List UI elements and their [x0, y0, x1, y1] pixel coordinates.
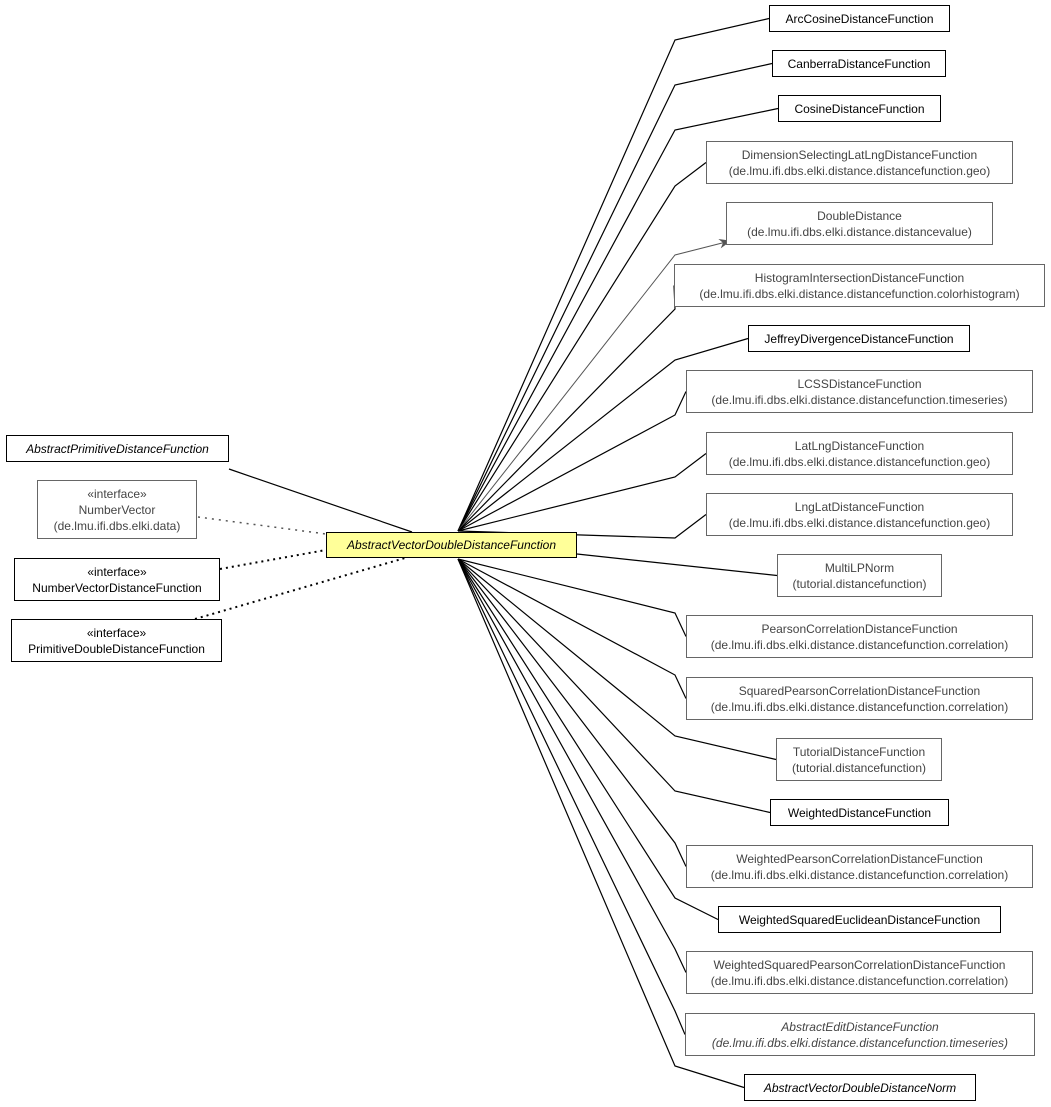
- package-name: (de.lmu.ifi.dbs.elki.distance.distancefu…: [728, 454, 991, 469]
- inheritance-edge: [457, 558, 687, 699]
- package-name: (de.lmu.ifi.dbs.elki.distance.distancefu…: [728, 163, 991, 178]
- class-name: MultiLPNorm: [824, 560, 895, 575]
- class-box-abstract-vector-double-distance-norm[interactable]: AbstractVectorDoubleDistanceNorm: [744, 1074, 976, 1101]
- package-name: (de.lmu.ifi.dbs.elki.distance.distancefu…: [710, 867, 1009, 882]
- package-name: (tutorial.distancefunction): [791, 760, 927, 775]
- class-name: JeffreyDivergenceDistanceFunction: [764, 331, 954, 346]
- class-name: WeightedSquaredEuclideanDistanceFunction: [738, 912, 981, 927]
- inheritance-edge: [457, 558, 719, 921]
- package-name: (de.lmu.ifi.dbs.elki.distance.distancefu…: [711, 1035, 1009, 1050]
- implements-edge: [219, 549, 327, 570]
- class-name: DimensionSelectingLatLngDistanceFunction: [741, 147, 978, 162]
- inheritance-edge: [457, 391, 687, 532]
- stereotype-label: «interface»: [86, 625, 147, 640]
- inheritance-edge: [457, 453, 707, 532]
- inheritance-edge: [457, 17, 770, 532]
- class-name: LCSSDistanceFunction: [797, 376, 922, 391]
- class-box-canberra-distance-function[interactable]: CanberraDistanceFunction: [772, 50, 946, 77]
- class-name: HistogramIntersectionDistanceFunction: [754, 270, 965, 285]
- class-box-squared-pearson-correlation-distance-function[interactable]: SquaredPearsonCorrelationDistanceFunctio…: [686, 677, 1033, 720]
- stereotype-label: «interface»: [87, 486, 147, 501]
- class-name: NumberVector: [78, 502, 156, 517]
- class-box-tutorial-distance-function[interactable]: TutorialDistanceFunction(tutorial.distan…: [776, 738, 942, 781]
- inheritance-edge: [457, 558, 687, 867]
- inheritance-edge: [576, 553, 778, 577]
- class-name: PrimitiveDoubleDistanceFunction: [28, 641, 205, 656]
- stereotype-label: «interface»: [87, 564, 147, 579]
- package-name: (de.lmu.ifi.dbs.elki.distance.distanceva…: [747, 224, 972, 239]
- inheritance-edge: [457, 558, 687, 973]
- class-box-abstract-edit-distance-function[interactable]: AbstractEditDistanceFunction(de.lmu.ifi.…: [685, 1013, 1035, 1056]
- inheritance-edge: [457, 285, 676, 532]
- class-name: CosineDistanceFunction: [794, 101, 925, 116]
- inheritance-edge: [457, 558, 745, 1089]
- uses-edge: [197, 516, 327, 535]
- class-name: AbstractPrimitiveDistanceFunction: [26, 441, 209, 456]
- inheritance-edge: [457, 62, 773, 532]
- inheritance-edge: [457, 558, 687, 637]
- class-name: CanberraDistanceFunction: [787, 56, 931, 71]
- class-box-lat-lng-distance-function[interactable]: LatLngDistanceFunction(de.lmu.ifi.dbs.el…: [706, 432, 1013, 475]
- class-box-histogram-intersection-distance-function[interactable]: HistogramIntersectionDistanceFunction(de…: [674, 264, 1045, 307]
- class-box-weighted-squared-euclidean-distance-function[interactable]: WeightedSquaredEuclideanDistanceFunction: [718, 906, 1001, 933]
- class-name: LngLatDistanceFunction: [794, 499, 925, 514]
- class-box-lcss-distance-function[interactable]: LCSSDistanceFunction(de.lmu.ifi.dbs.elki…: [686, 370, 1033, 413]
- inheritance-edge: [457, 558, 686, 1035]
- class-box-cosine-distance-function[interactable]: CosineDistanceFunction: [778, 95, 941, 122]
- class-box-multi-lp-norm[interactable]: MultiLPNorm(tutorial.distancefunction): [777, 554, 942, 597]
- class-name: AbstractVectorDoubleDistanceFunction: [347, 538, 556, 552]
- class-name: SquaredPearsonCorrelationDistanceFunctio…: [738, 683, 981, 698]
- inheritance-edge: [457, 337, 749, 532]
- class-name: DoubleDistance: [817, 208, 902, 223]
- class-box-abstract-vector-double-distance-function[interactable]: AbstractVectorDoubleDistanceFunction: [326, 532, 577, 558]
- package-name: (de.lmu.ifi.dbs.elki.distance.distancefu…: [728, 515, 991, 530]
- class-box-number-vector-distance-function[interactable]: «interface»NumberVectorDistanceFunction: [14, 558, 220, 601]
- inheritance-edge: [457, 162, 707, 532]
- class-box-arc-cosine-distance-function[interactable]: ArcCosineDistanceFunction: [769, 5, 950, 32]
- class-name: LatLngDistanceFunction: [794, 438, 925, 453]
- class-box-lng-lat-distance-function[interactable]: LngLatDistanceFunction(de.lmu.ifi.dbs.el…: [706, 493, 1013, 536]
- class-box-double-distance[interactable]: DoubleDistance(de.lmu.ifi.dbs.elki.dista…: [726, 202, 993, 245]
- class-box-pearson-correlation-distance-function[interactable]: PearsonCorrelationDistanceFunction(de.lm…: [686, 615, 1033, 658]
- class-box-abstract-primitive-distance-function[interactable]: AbstractPrimitiveDistanceFunction: [6, 435, 229, 462]
- inheritance-edge: [457, 558, 771, 814]
- package-name: (de.lmu.ifi.dbs.elki.distance.distancefu…: [699, 286, 1020, 301]
- class-name: AbstractVectorDoubleDistanceNorm: [763, 1080, 957, 1095]
- package-name: (tutorial.distancefunction): [792, 576, 927, 591]
- package-name: (de.lmu.ifi.dbs.elki.data): [53, 518, 181, 533]
- class-name: NumberVectorDistanceFunction: [32, 580, 202, 595]
- inheritance-edge: [457, 107, 779, 532]
- class-name: PearsonCorrelationDistanceFunction: [761, 621, 958, 636]
- class-box-jeffrey-divergence-distance-function[interactable]: JeffreyDivergenceDistanceFunction: [748, 325, 970, 352]
- class-box-weighted-squared-pearson-correlation-distance-function[interactable]: WeightedSquaredPearsonCorrelationDistanc…: [686, 951, 1033, 994]
- class-box-weighted-pearson-correlation-distance-function[interactable]: WeightedPearsonCorrelationDistanceFuncti…: [686, 845, 1033, 888]
- class-box-number-vector[interactable]: «interface»NumberVector(de.lmu.ifi.dbs.e…: [37, 480, 197, 539]
- class-box-weighted-distance-function[interactable]: WeightedDistanceFunction: [770, 799, 949, 826]
- implements-edge: [194, 557, 406, 620]
- package-name: (de.lmu.ifi.dbs.elki.distance.distancefu…: [710, 973, 1009, 988]
- dependency-edge: [457, 239, 732, 532]
- package-name: (de.lmu.ifi.dbs.elki.distance.distancefu…: [711, 392, 1008, 407]
- class-name: TutorialDistanceFunction: [792, 744, 926, 759]
- class-name: WeightedDistanceFunction: [787, 805, 932, 820]
- package-name: (de.lmu.ifi.dbs.elki.distance.distancefu…: [710, 699, 1009, 714]
- class-box-dimension-selecting-lat-lng-distance-function[interactable]: DimensionSelectingLatLngDistanceFunction…: [706, 141, 1013, 184]
- class-name: AbstractEditDistanceFunction: [781, 1019, 939, 1034]
- class-name: WeightedSquaredPearsonCorrelationDistanc…: [713, 957, 1006, 972]
- class-name: WeightedPearsonCorrelationDistanceFuncti…: [736, 851, 983, 866]
- inheritance-edge: [457, 558, 777, 761]
- class-name: ArcCosineDistanceFunction: [785, 11, 934, 26]
- class-box-primitive-double-distance-function[interactable]: «interface»PrimitiveDoubleDistanceFuncti…: [11, 619, 222, 662]
- package-name: (de.lmu.ifi.dbs.elki.distance.distancefu…: [710, 637, 1009, 652]
- extends-edge: [228, 468, 413, 533]
